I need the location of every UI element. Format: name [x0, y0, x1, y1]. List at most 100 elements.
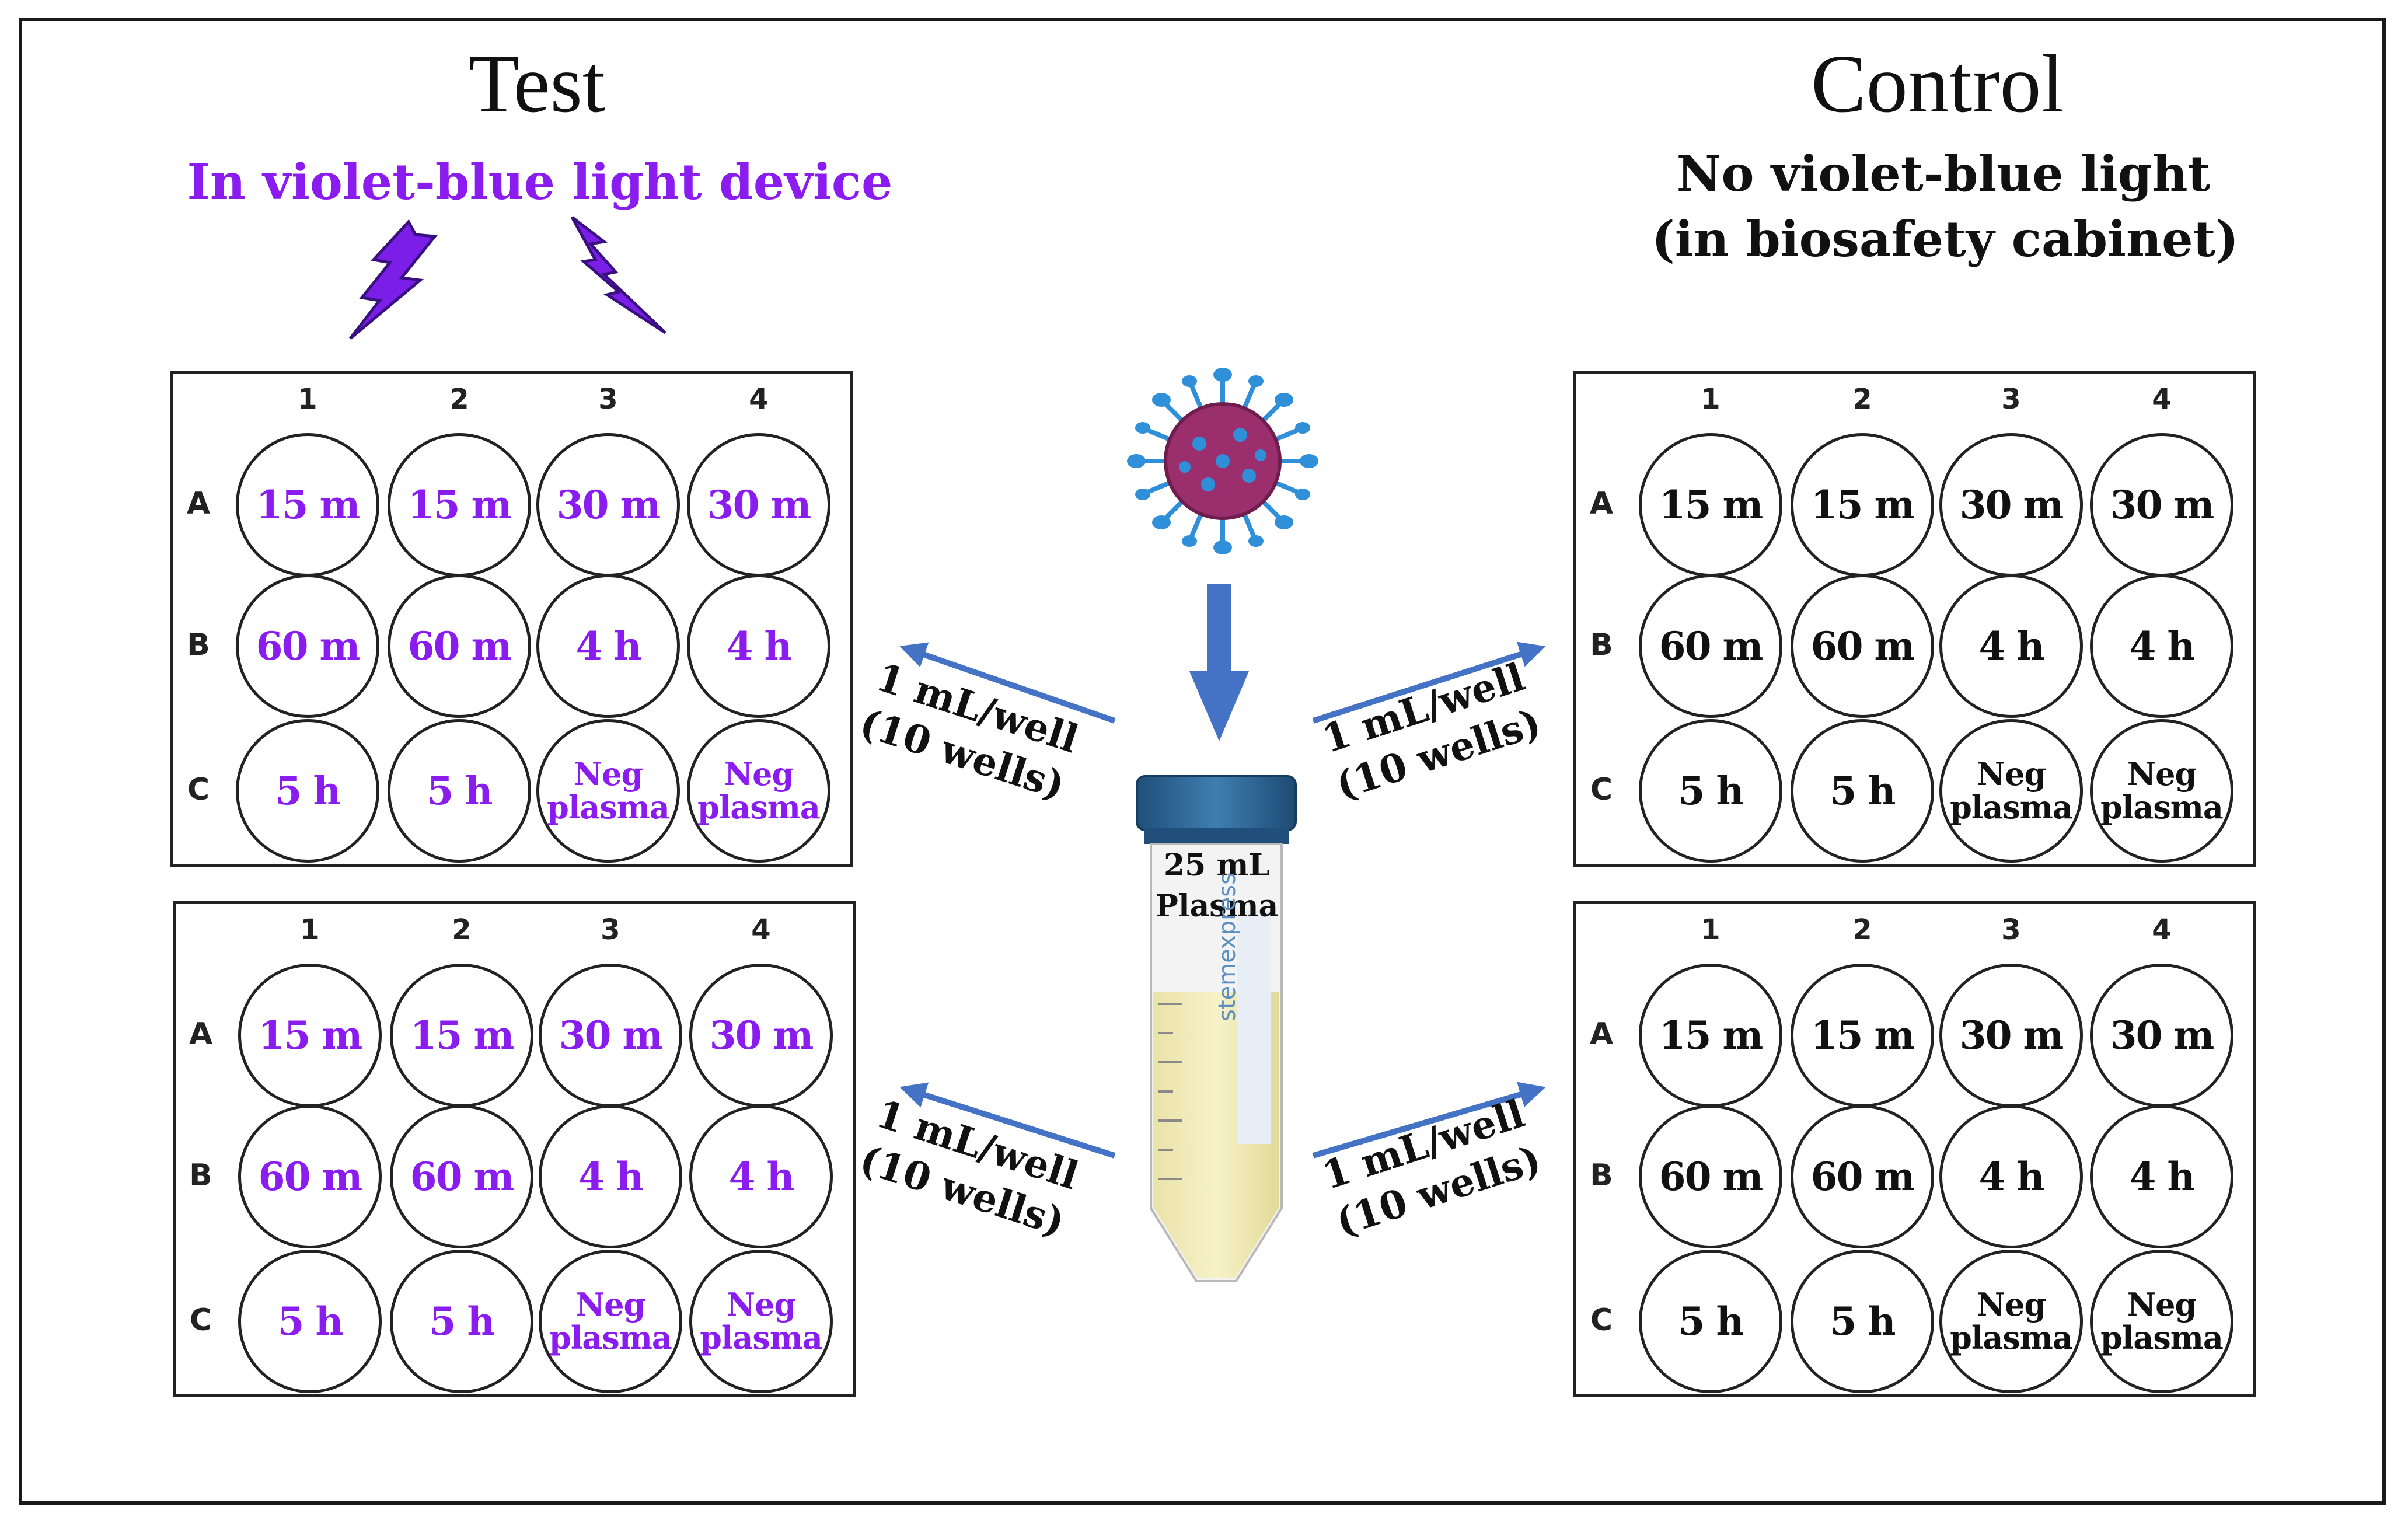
column-label: 2: [449, 383, 469, 416]
column-label: 3: [2001, 383, 2021, 416]
row-label: B: [1590, 627, 1613, 662]
well-label: 15 m: [1659, 1013, 1764, 1058]
control-subtitle-line2: (in biosafety cabinet): [1652, 210, 2239, 268]
column-label: 3: [601, 913, 620, 946]
down-arrow-head: [1189, 671, 1249, 741]
well: 5 h: [390, 1250, 533, 1393]
well-label-line: Neg: [573, 755, 643, 793]
well-label: 5 h: [1678, 768, 1744, 814]
well-label: 5 h: [427, 768, 493, 814]
well-label: 4 h: [726, 623, 793, 669]
well-label: 15 m: [256, 482, 361, 528]
well: 60 m: [1791, 1105, 1934, 1248]
arrow-to-control-plate-bottom: [1312, 1082, 1546, 1159]
well-label: 60 m: [407, 623, 512, 669]
well: 30 m: [1939, 964, 2083, 1107]
well-label-line: plasma: [549, 1319, 672, 1356]
well-label-line: Neg: [2127, 755, 2197, 793]
well: 5 h: [1639, 1250, 1782, 1393]
well-label-line: Neg: [1976, 755, 2046, 793]
well: 4 h: [2090, 574, 2233, 718]
column-label: 4: [2152, 913, 2172, 946]
row-label: A: [1589, 486, 1614, 521]
well-label: 5 h: [429, 1299, 495, 1344]
figure-frame: [19, 18, 2386, 1505]
well-label-line: plasma: [1950, 789, 2073, 826]
well-label: 4 h: [728, 1154, 795, 1199]
control-title: Control: [1811, 37, 2064, 130]
well-label: 5 h: [1830, 1299, 1896, 1344]
well-label-line: plasma: [1950, 1319, 2073, 1356]
well: 4 h: [2090, 1105, 2233, 1248]
well-label: 60 m: [1810, 1154, 1915, 1199]
tube-content-label: Plasma: [1155, 888, 1279, 924]
well-label: 30 m: [556, 482, 661, 528]
well-label-line: Neg: [575, 1286, 645, 1324]
arrow-to-test-plate-top: [899, 642, 1116, 724]
lightning-bolt-icon: [349, 219, 438, 340]
row-label: A: [189, 1017, 213, 1052]
column-label: 1: [1701, 913, 1721, 946]
column-label: 2: [452, 913, 472, 946]
row-label: B: [1590, 1158, 1613, 1193]
well-label: 15 m: [1810, 482, 1915, 528]
control-subtitle-line1: No violet-blue light: [1676, 145, 2211, 203]
well: 5 h: [238, 1250, 382, 1393]
well-label: 4 h: [578, 1154, 644, 1199]
well-label-line: plasma: [547, 789, 670, 826]
well: 30 m: [2090, 433, 2233, 577]
well-label: 60 m: [258, 1154, 363, 1199]
well-label: 15 m: [410, 1013, 515, 1058]
well-label: 60 m: [410, 1154, 515, 1199]
tube-volume-label: 25 mL: [1163, 847, 1271, 883]
well-label: 4 h: [1978, 623, 2045, 669]
well-label: 5 h: [275, 768, 341, 814]
well: 60 m: [388, 574, 531, 718]
column-label: 1: [1701, 383, 1721, 416]
well: 5 h: [236, 719, 379, 863]
well-label: 60 m: [1659, 623, 1764, 669]
column-label: 4: [2152, 383, 2172, 416]
well-label-line: plasma: [700, 1319, 823, 1356]
row-label: C: [187, 772, 210, 807]
arrow-to-test-plate-bottom: [899, 1082, 1116, 1159]
well-label: 4 h: [2129, 1154, 2196, 1199]
well: 60 m: [1791, 574, 1934, 718]
test-title: Test: [468, 37, 606, 130]
well-label-line: plasma: [2100, 789, 2224, 826]
well-label: 30 m: [707, 482, 812, 528]
well-label-line: Neg: [1976, 1286, 2046, 1324]
tube-brand-label: stemexpress: [1214, 873, 1241, 1021]
centrifuge-tube-icon: [1136, 775, 1297, 1282]
column-label: 2: [1852, 383, 1872, 416]
test-subtitle: In violet-blue light device: [187, 153, 893, 211]
row-label: B: [187, 627, 210, 662]
down-arrow: [1207, 584, 1231, 671]
well-label: 30 m: [2110, 1013, 2215, 1058]
well-label: 60 m: [256, 623, 361, 669]
well-label: 5 h: [1830, 768, 1896, 814]
well: 5 h: [1791, 719, 1934, 863]
well: 5 h: [388, 719, 531, 863]
well-label: 4 h: [2129, 623, 2196, 669]
well: 4 h: [1939, 1105, 2083, 1248]
well-label: 30 m: [1959, 1013, 2064, 1058]
well-label-line: Neg: [724, 755, 794, 793]
well: 4 h: [1939, 574, 2083, 718]
well-label: 60 m: [1810, 623, 1915, 669]
